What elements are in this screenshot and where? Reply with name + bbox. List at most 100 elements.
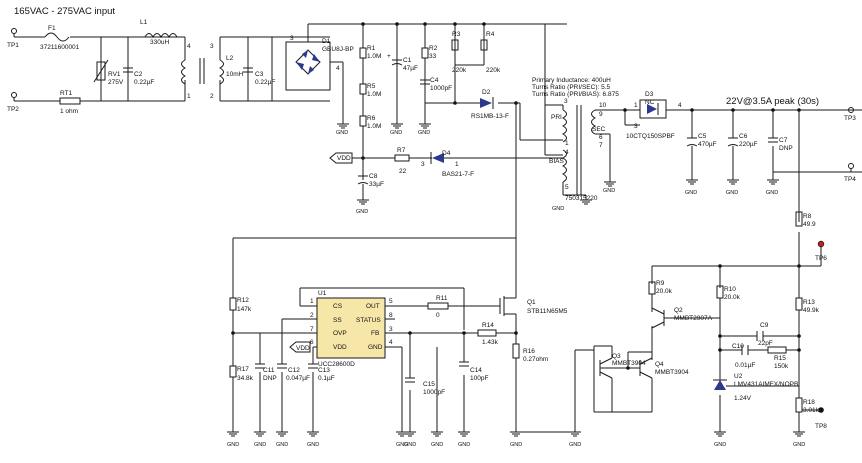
r16-ref: R16	[523, 348, 535, 355]
ground-label: GND	[510, 442, 522, 448]
t1-pin-9: 9	[599, 111, 603, 118]
c11-value: DNP	[263, 375, 277, 382]
ground-label: GND	[569, 442, 581, 448]
diode-icon	[430, 152, 444, 164]
resistor-icon	[716, 285, 724, 299]
u1-pin-gnd: GND	[368, 344, 383, 351]
u1-pinnum-3: 3	[389, 326, 393, 333]
rt1-ref: RT1	[60, 90, 73, 97]
ground-label: GND	[766, 190, 778, 196]
u1-pinnum-6: 6	[310, 339, 314, 346]
t1-pin-7: 7	[599, 142, 603, 149]
c1-ref: C1	[403, 57, 412, 64]
resistor-icon	[427, 302, 449, 310]
r10-ref: R10	[724, 286, 736, 293]
c4-value: 1000pF	[430, 85, 452, 92]
resistor-icon	[229, 297, 237, 311]
r5-value: 1.0M	[367, 91, 381, 98]
diode-icon	[480, 97, 494, 109]
c1-value: 47µF	[403, 65, 418, 72]
ground-icon: GND	[793, 431, 805, 448]
d3-pin-4: 4	[678, 102, 682, 109]
d3-ref: D3	[645, 91, 654, 98]
ground-label: GND	[404, 442, 416, 448]
r6-value: 1.0M	[367, 123, 381, 130]
resistor-icon	[795, 297, 803, 311]
u2-value: LMV431AIMFX/NOPB	[734, 381, 798, 388]
varistor-icon	[96, 61, 106, 81]
capacitor-icon	[123, 67, 133, 73]
ground-label: GND	[793, 442, 805, 448]
c2-value: 0.22µF	[134, 79, 154, 86]
f1-value: 37211600001	[40, 44, 80, 51]
resistor-icon	[648, 281, 656, 295]
u1-pinnum-5: 5	[389, 298, 393, 305]
ground-icon	[604, 181, 616, 187]
resistor-icon	[512, 343, 520, 359]
r15-value: 150k	[774, 363, 789, 370]
ground-icon: GND	[510, 431, 522, 448]
r17-value: 34.8k	[237, 375, 254, 382]
ground-label: GND	[418, 130, 430, 136]
c3-value: 0.22µF	[255, 79, 275, 86]
c6-ref: C6	[739, 133, 748, 140]
ground-label: GND	[336, 130, 348, 136]
r9-value: 20.0k	[656, 288, 673, 295]
pnp-transistor-icon	[651, 307, 665, 329]
tp3-terminal-icon	[848, 107, 854, 113]
rv1-ref: RV1	[108, 71, 121, 78]
controller-ic-icon	[316, 297, 386, 359]
d1-pin-3: 3	[290, 35, 294, 42]
resistor-icon	[229, 365, 237, 378]
r8-value: 49.9	[803, 221, 816, 228]
vdd-flag-icon	[289, 341, 311, 353]
resistor-icon	[359, 115, 367, 127]
d3-value: 10CTQ150SPBF	[626, 133, 675, 140]
transformer-part: 750315220	[565, 195, 598, 202]
q3-value: MMBT3904	[612, 360, 646, 367]
u1-pin-status: STATUS	[356, 317, 381, 324]
ground-label: GND	[307, 442, 319, 448]
ground-icon: GND	[404, 431, 416, 448]
q1-value: STB11N65M5	[527, 308, 568, 315]
u2-ref: U2	[734, 373, 743, 380]
resistor-icon	[795, 211, 803, 227]
r7-ref: R7	[397, 147, 406, 154]
r7-value: 22	[399, 168, 407, 175]
l1-pin-1: 1	[187, 93, 191, 100]
r5-ref: R5	[367, 83, 376, 90]
r14-value: 1.43k	[482, 339, 499, 346]
ground-icon: GND	[714, 431, 726, 448]
u1-pin-ovp: OVP	[333, 330, 347, 337]
d4-pin-1: 1	[455, 161, 459, 168]
feedback-wiring	[651, 212, 821, 432]
input-wiring	[14, 36, 330, 102]
c5-value: 470µF	[698, 141, 717, 148]
l1-pin-2: 2	[210, 93, 214, 100]
c13-value: 0.1µF	[318, 375, 335, 382]
u1-pinnum-4: 4	[389, 339, 393, 346]
c12-value: 0.047µF	[286, 375, 310, 382]
q1-ref: Q1	[527, 299, 536, 306]
transformer-inductance: Primary Inductance: 400uH	[532, 77, 611, 84]
input-range-title: 165VAC - 275VAC input	[14, 6, 115, 17]
u1-part: UCC28600D	[318, 361, 355, 368]
u1-pin-cs: CS	[333, 303, 343, 310]
ground-label: GND	[685, 190, 697, 196]
ground-label: GND	[431, 442, 443, 448]
rt1-value: 1 ohm	[60, 108, 78, 115]
c12-ref: C12	[288, 367, 300, 374]
c2-ref: C2	[134, 71, 143, 78]
ground-icon	[580, 199, 592, 205]
r13-ref: R13	[803, 299, 815, 306]
r17-ref: R17	[237, 366, 249, 373]
c4-ref: C4	[430, 77, 439, 84]
ground-icon	[727, 179, 739, 185]
u1-pin-out: OUT	[366, 303, 380, 310]
resistor-icon	[359, 83, 367, 95]
ground-label: GND	[726, 190, 738, 196]
c13-ref: C13	[318, 367, 330, 374]
tp2-terminal-icon	[11, 92, 17, 98]
q2-ref: Q2	[674, 307, 683, 314]
d1-ref: D1	[322, 38, 331, 45]
